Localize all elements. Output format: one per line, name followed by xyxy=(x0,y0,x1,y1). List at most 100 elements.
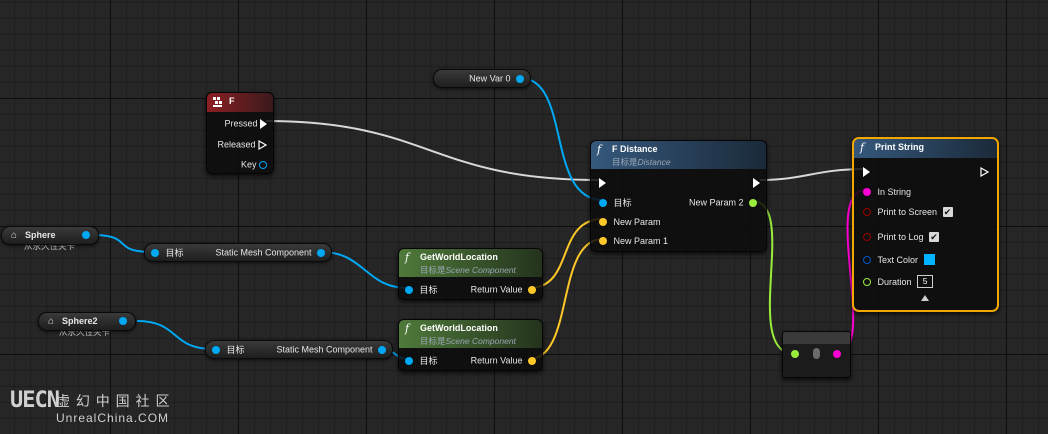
float-in-icon[interactable] xyxy=(791,350,799,358)
key-pin[interactable]: Key xyxy=(241,158,267,171)
get-world-location-header: f GetWorldLocation 目标是Scene Component xyxy=(399,320,542,348)
float-in-icon[interactable] xyxy=(863,277,871,286)
pressed-pin[interactable]: Pressed xyxy=(224,117,267,130)
in-string-pin[interactable]: In String xyxy=(863,185,911,198)
function-icon: f xyxy=(405,251,410,264)
key-f-event-node[interactable]: F Pressed Released Key xyxy=(206,92,274,174)
expand-arrow-icon[interactable] xyxy=(921,295,929,301)
f-distance-node[interactable]: f F Distance 目标是Distance 目标 New Param 2 … xyxy=(590,140,767,252)
exec-out-hollow-icon[interactable] xyxy=(980,166,989,177)
sphere-pill[interactable]: ⌂ Sphere xyxy=(1,226,99,245)
sphere2-title: Sphere2 xyxy=(62,316,98,326)
string-out-icon[interactable] xyxy=(833,350,841,358)
print-to-screen-pin[interactable]: Print to Screen ✔ xyxy=(863,205,953,218)
print-to-screen-checkbox[interactable]: ✔ xyxy=(942,206,953,217)
bool-in-icon[interactable] xyxy=(863,232,871,241)
exec-out-icon[interactable] xyxy=(260,118,267,129)
actor-icon: ⌂ xyxy=(11,230,18,241)
print-to-log-label: Print to Log xyxy=(877,231,924,242)
new-param-2-pin[interactable]: New Param 2 xyxy=(689,196,757,209)
return-value-pin[interactable]: Return Value xyxy=(471,283,536,296)
target-pin[interactable]: 目标 xyxy=(599,196,632,209)
new-var-0-pin[interactable]: New Var 0 xyxy=(469,72,524,85)
get-world-location-subtitle: 目标是Scene Component xyxy=(420,336,516,346)
target-pin[interactable]: 目标 xyxy=(212,343,245,356)
target-label: 目标 xyxy=(165,247,184,258)
sphere-title: Sphere xyxy=(25,230,56,240)
float-out-icon[interactable] xyxy=(749,198,757,207)
function-icon: f xyxy=(860,141,865,154)
exec-in-pin[interactable] xyxy=(863,165,870,177)
target-pin[interactable]: 目标 xyxy=(151,246,184,259)
new-param-1-pin[interactable]: New Param 1 xyxy=(599,234,668,247)
function-icon: f xyxy=(405,322,410,335)
sphere2-pill[interactable]: ⌂ Sphere2 xyxy=(38,312,136,331)
new-var-0-label: New Var 0 xyxy=(469,73,511,84)
print-string-title: Print String xyxy=(875,142,924,152)
text-color-pin[interactable]: Text Color xyxy=(863,253,935,266)
exec-out-pin[interactable] xyxy=(753,176,760,188)
static-mesh-component-node-2[interactable]: 目标 Static Mesh Component xyxy=(205,340,393,359)
static-mesh-output-pin[interactable]: Static Mesh Component xyxy=(276,343,386,356)
vector-out-icon[interactable] xyxy=(528,285,536,294)
print-to-log-pin[interactable]: Print to Log ✔ xyxy=(863,230,940,243)
watermark-en: UnrealChina.COM xyxy=(56,411,170,425)
key-label: Key xyxy=(240,159,257,170)
target-pin[interactable]: 目标 xyxy=(405,283,438,296)
duration-input[interactable]: 5 xyxy=(917,275,934,289)
target-pin[interactable]: 目标 xyxy=(405,354,438,367)
print-to-log-checkbox[interactable]: ✔ xyxy=(929,231,940,242)
linear-color-in-icon[interactable] xyxy=(863,255,871,264)
object-in-icon[interactable] xyxy=(405,285,413,294)
exec-in-icon[interactable] xyxy=(599,177,606,188)
bool-in-icon[interactable] xyxy=(863,207,871,216)
object-in-icon[interactable] xyxy=(405,356,413,365)
pressed-label: Pressed xyxy=(224,118,258,129)
new-param-pin[interactable]: New Param xyxy=(599,215,661,228)
actor-icon: ⌂ xyxy=(48,316,55,327)
duration-pin[interactable]: Duration 5 xyxy=(863,275,934,289)
object-out-icon[interactable] xyxy=(82,231,90,239)
target-label: 目标 xyxy=(226,344,245,355)
print-string-node[interactable]: f Print String In String Print to Screen… xyxy=(852,137,999,312)
object-in-icon[interactable] xyxy=(151,248,159,257)
f-distance-header: f F Distance 目标是Distance xyxy=(591,141,766,169)
string-in-icon[interactable] xyxy=(863,187,871,196)
function-icon: f xyxy=(597,143,602,156)
static-mesh-output-pin[interactable]: Static Mesh Component xyxy=(215,246,325,259)
exec-in-pin[interactable] xyxy=(599,176,606,188)
vector-in-icon[interactable] xyxy=(599,217,607,226)
object-out-icon[interactable] xyxy=(317,248,325,257)
conversion-node[interactable] xyxy=(782,331,851,378)
exec-out-icon[interactable] xyxy=(753,177,760,188)
static-mesh-component-node-1[interactable]: 目标 Static Mesh Component xyxy=(144,243,332,262)
object-in-icon[interactable] xyxy=(212,345,220,354)
get-world-location-subtitle: 目标是Scene Component xyxy=(420,265,516,275)
watermark-cn: 虚 幻 中 国 社 区 xyxy=(56,393,171,409)
exec-out-pin[interactable] xyxy=(980,165,989,177)
duration-label: Duration xyxy=(877,276,912,287)
sphere-subtitle: 从永久性关卡 xyxy=(24,241,76,251)
text-color-swatch[interactable] xyxy=(923,254,935,266)
return-value-pin[interactable]: Return Value xyxy=(471,354,536,367)
new-var-0-node[interactable]: New Var 0 xyxy=(433,69,531,88)
new-param-2-label: New Param 2 xyxy=(688,197,744,208)
exec-in-icon[interactable] xyxy=(863,166,870,177)
get-world-location-node-2[interactable]: f GetWorldLocation 目标是Scene Component 目标… xyxy=(398,319,543,371)
object-out-icon[interactable] xyxy=(516,74,524,83)
get-world-location-node-1[interactable]: f GetWorldLocation 目标是Scene Component 目标… xyxy=(398,248,543,300)
object-out-icon[interactable] xyxy=(119,317,127,325)
released-pin[interactable]: Released xyxy=(217,138,267,151)
struct-out-hollow-icon[interactable] xyxy=(259,160,267,169)
vector-in-icon[interactable] xyxy=(599,236,607,245)
object-wire-sphere xyxy=(91,234,153,253)
exec-out-hollow-icon[interactable] xyxy=(258,139,267,150)
uecn-logo: UECN xyxy=(10,388,60,413)
vector-out-icon[interactable] xyxy=(528,356,536,365)
object-wire-mesh1 xyxy=(320,251,409,289)
static-mesh-label: Static Mesh Component xyxy=(276,344,373,355)
object-in-icon[interactable] xyxy=(599,198,607,207)
object-out-icon[interactable] xyxy=(378,345,386,354)
released-label: Released xyxy=(217,139,256,150)
print-string-header: f Print String xyxy=(854,139,997,158)
